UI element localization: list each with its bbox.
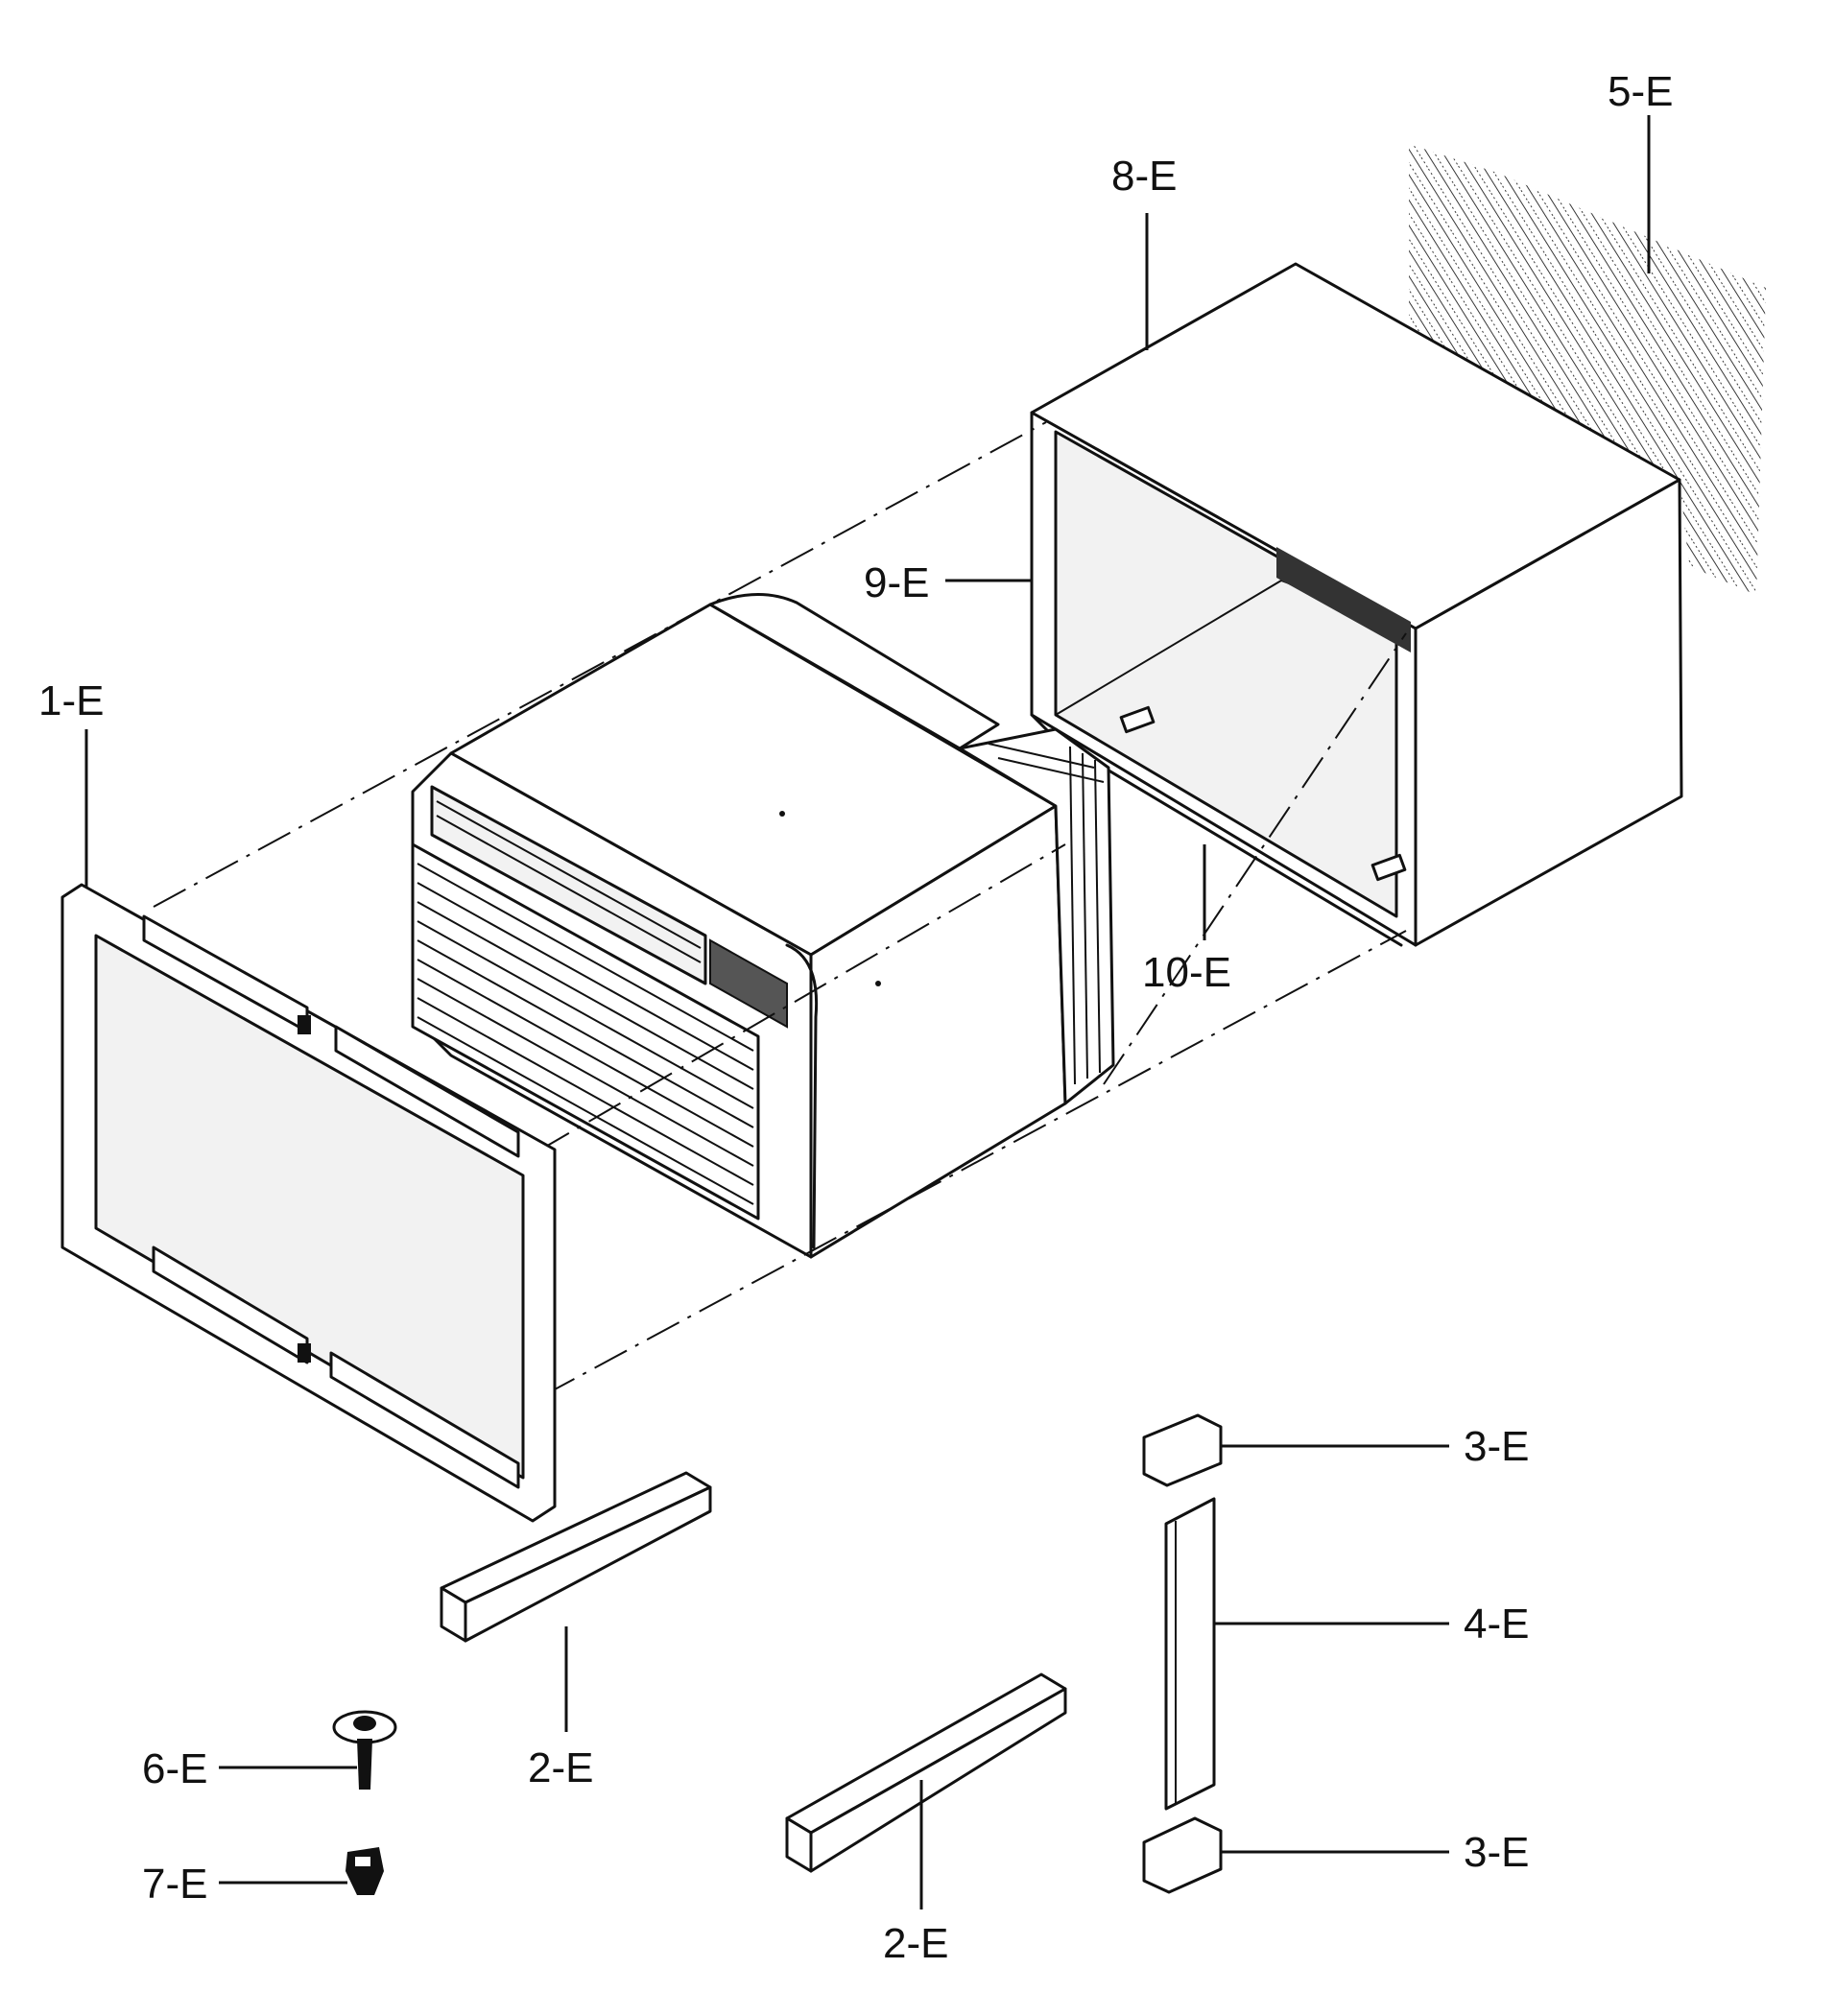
callout-6-e: 6-E bbox=[142, 1745, 207, 1792]
callout-4-e: 4-E bbox=[1464, 1601, 1529, 1648]
callout-10-e: 10-E bbox=[1142, 949, 1231, 996]
side-curtain-a bbox=[440, 1471, 712, 1643]
callout-1-e: 1-E bbox=[38, 677, 104, 724]
air-conditioner-unit bbox=[411, 593, 1115, 1259]
callout-8-e: 8-E bbox=[1111, 153, 1177, 200]
side-curtain-b bbox=[785, 1672, 1067, 1873]
screw-icon bbox=[332, 1710, 397, 1790]
callout-2-e-left: 2-E bbox=[528, 1744, 593, 1791]
rear-coil bbox=[958, 727, 1115, 1105]
bottom-cap bbox=[1142, 1816, 1223, 1894]
alignment-lines bbox=[153, 421, 1407, 1397]
intake-grille bbox=[411, 842, 760, 1221]
wall-hatch bbox=[1409, 144, 1766, 595]
callout-3-e-top: 3-E bbox=[1464, 1423, 1529, 1470]
callout-7-e: 7-E bbox=[142, 1861, 207, 1908]
callout-5-e: 5-E bbox=[1608, 68, 1673, 115]
callout-9-e: 9-E bbox=[864, 559, 929, 606]
wall-sleeve-cabinet bbox=[1030, 262, 1683, 947]
vertical-panel bbox=[1164, 1497, 1216, 1811]
top-cap bbox=[1142, 1413, 1223, 1487]
callout-2-e-bottom: 2-E bbox=[883, 1920, 948, 1967]
clip-icon bbox=[346, 1847, 384, 1895]
leader-lines bbox=[84, 115, 1651, 1909]
callout-3-e-bottom: 3-E bbox=[1464, 1829, 1529, 1876]
front-trim-frame bbox=[60, 883, 557, 1523]
